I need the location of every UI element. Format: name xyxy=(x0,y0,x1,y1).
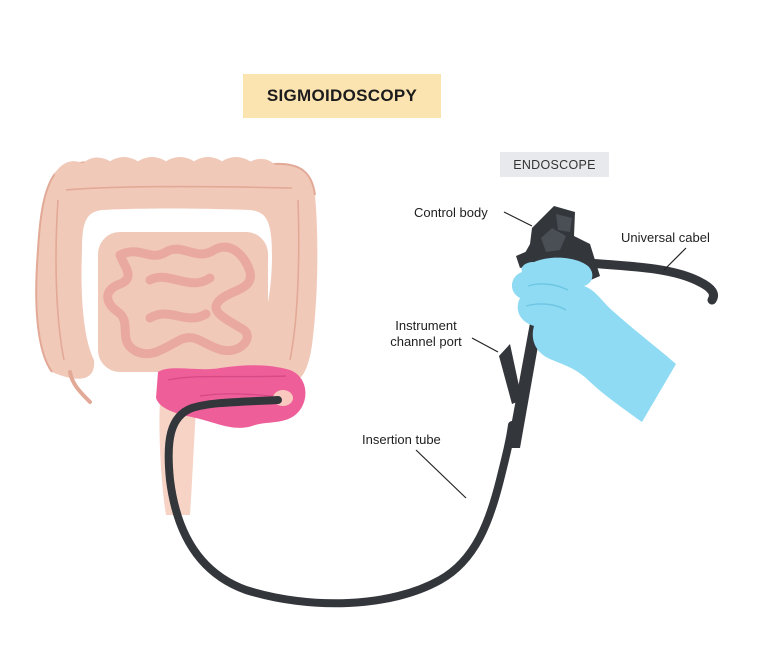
endoscope-tag-label: ENDOSCOPE xyxy=(513,157,596,172)
label-insertion-tube: Insertion tube xyxy=(362,432,441,447)
label-control-body: Control body xyxy=(414,205,488,220)
endoscope-tag: ENDOSCOPE xyxy=(500,152,609,177)
leader-control-body xyxy=(503,211,533,227)
diagram-title: SIGMOIDOSCOPY xyxy=(266,86,418,105)
instrument-channel-port xyxy=(499,344,522,404)
universal-cable xyxy=(570,257,718,305)
scope-shaft xyxy=(507,312,544,448)
leader-universal-cable xyxy=(663,247,687,271)
label-instrument-channel-port-line1: Instrument xyxy=(395,318,457,333)
insertion-tube xyxy=(164,396,516,608)
label-instrument-channel-port: Instrument channel port xyxy=(388,318,464,350)
leader-instrument-channel-port xyxy=(471,337,499,353)
label-universal-cable: Universal cabel xyxy=(621,230,710,245)
title-banner: SIGMOIDOSCOPY xyxy=(243,74,441,118)
label-instrument-channel-port-line2: channel port xyxy=(390,334,462,349)
large-intestine xyxy=(35,157,318,404)
small-intestine xyxy=(98,232,268,372)
gloved-hand xyxy=(511,257,676,422)
leader-insertion-tube xyxy=(415,449,467,499)
